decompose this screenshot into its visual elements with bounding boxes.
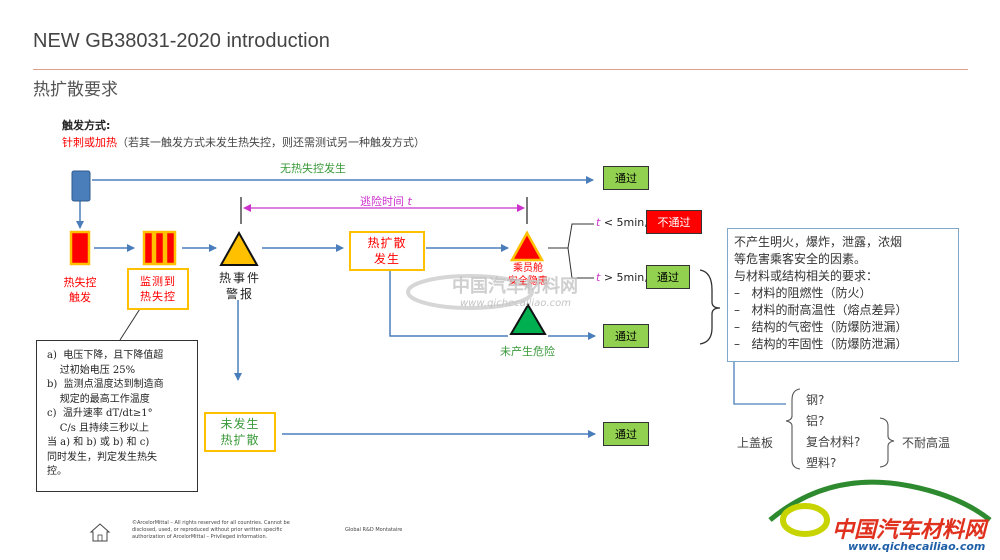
cond-lt-label: t < 5min,	[596, 216, 648, 229]
cover-result-label: 不耐高温	[902, 436, 951, 450]
branch-lt	[548, 223, 594, 249]
trigger-note: （若其一触发方式未发生热失控，则还需测试另一种触发方式）	[117, 136, 425, 149]
cover-materials-list: 钢? 铝? 复合材料? 塑料?	[806, 390, 860, 474]
brand-logo-text: 中国汽车材料网	[832, 518, 987, 543]
footer-center: Global R&D Montataire	[345, 527, 403, 533]
line-to-cover	[733, 362, 786, 405]
center-watermark-url: www.qichecailiao.com	[460, 298, 571, 309]
brace-materials-right	[879, 417, 895, 468]
pass-box-2: 通过	[646, 265, 690, 289]
watermark-swoosh	[406, 274, 534, 310]
trigger-line: 针刺或加热（若其一触发方式未发生热失控，则还需测试另一种触发方式）	[62, 134, 425, 150]
fail-box: 不通过	[646, 210, 702, 234]
brace-right	[699, 269, 721, 345]
pass-box-1: 通过	[603, 166, 649, 190]
no-diffusion-box: 未发生热扩散	[204, 412, 276, 452]
material-steel: 钢?	[806, 393, 825, 407]
no-danger-label: 未产生危险	[500, 345, 555, 358]
branch-gt	[567, 247, 594, 279]
runaway-criteria-note: a) 电压下降，且下降值超 过初始电压 25% b) 监测点温度达到制造商 规定…	[36, 340, 198, 492]
monitor-cell-icon-1	[142, 230, 155, 266]
monitor-runaway-box: 监测到热失控	[127, 268, 189, 310]
safe-triangle-icon	[509, 303, 547, 335]
trigger-heading: 触发方式:	[62, 119, 111, 132]
brand-logo-url: www.qichecailiao.com	[848, 540, 986, 553]
escape-time-label: 逃险时间 t	[360, 195, 412, 208]
brace-materials-left	[785, 388, 801, 470]
cover-plate-label: 上盖板	[737, 436, 774, 450]
line-diffusion-down	[389, 268, 508, 337]
material-plastic: 塑料?	[806, 456, 837, 470]
center-watermark-text: 中国汽车材料网	[452, 276, 578, 297]
cabin-danger-triangle-icon	[509, 230, 545, 262]
pass-box-4: 通过	[603, 422, 649, 446]
diffusion-box: 热扩散发生	[349, 231, 425, 271]
runaway-cell-icon	[69, 230, 91, 266]
cabin-label: 乘员舱安全隐患	[508, 263, 548, 287]
logo-swoosh-icon	[768, 479, 992, 522]
event-alarm-label: 热事件警报	[218, 271, 261, 301]
pass-box-3: 通过	[603, 324, 649, 348]
monitor-cell-icon-3	[164, 230, 177, 266]
title-divider	[33, 69, 968, 70]
material-composite: 复合材料?	[806, 435, 861, 449]
home-icon[interactable]	[89, 523, 111, 542]
runaway-trigger-label: 热失控触发	[63, 276, 97, 304]
page-subtitle: 热扩散要求	[33, 80, 118, 100]
footer-copyright: ©ArcelorMittal – All rights reserved for…	[132, 520, 290, 540]
trigger-cell-icon	[71, 170, 91, 202]
alarm-triangle-icon	[219, 230, 259, 266]
hazard-requirements-box: 不产生明火，爆炸，泄露，浓烟 等危害乘客安全的因素。 与材料或结构相关的要求： …	[727, 228, 959, 362]
material-aluminum: 铝?	[806, 414, 825, 428]
trigger-method: 针刺或加热	[62, 136, 117, 149]
page-title: NEW GB38031-2020 introduction	[33, 30, 330, 52]
monitor-cell-icon-2	[153, 230, 166, 266]
cond-gt-label: t > 5min,	[596, 271, 648, 284]
no-runaway-label: 无热失控发生	[280, 162, 346, 175]
